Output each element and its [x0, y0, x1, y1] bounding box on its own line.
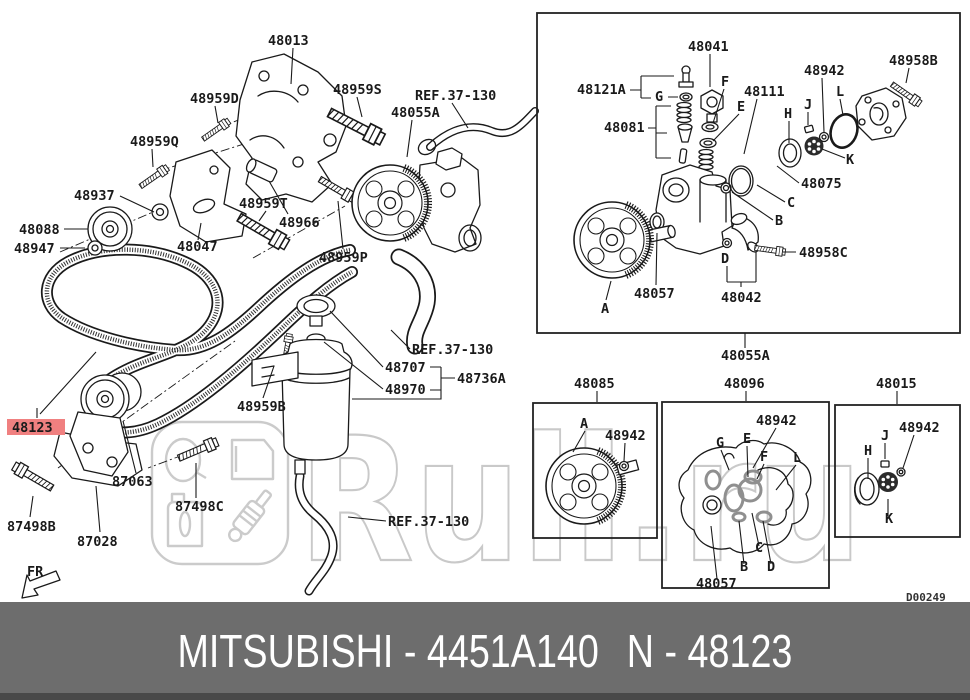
bolt-87498C — [175, 435, 221, 465]
footer-bar: MITSUBISHI - 4451A140 N - 48123 — [0, 602, 970, 700]
part-label-48970[interactable]: 48970 — [385, 382, 426, 398]
letter-label-E: E — [737, 99, 745, 115]
part-label-87498B[interactable]: 87498B — [7, 519, 56, 535]
pump-pulley-drawing — [352, 165, 428, 241]
letter-label-J: J — [804, 97, 812, 113]
hose-mid-drawing — [399, 257, 427, 346]
part-label-48123[interactable]: 48123 — [12, 420, 53, 436]
part-label-87028[interactable]: 87028 — [77, 534, 118, 550]
letter-label-L: L — [836, 84, 844, 100]
footer-catalog-number: MITSUBISHI - 4451A140 — [177, 625, 599, 677]
footer-edge-strip — [0, 693, 970, 700]
leader-lines-bottom — [572, 391, 915, 580]
part-label-48958C[interactable]: 48958C — [799, 245, 848, 261]
letter-label-K2: K — [885, 511, 894, 527]
box1-pulley-drawing — [546, 448, 640, 524]
subassembly-box-48055A — [536, 12, 961, 334]
ref-label-bottom[interactable]: REF.37-130 — [388, 514, 469, 530]
watermark-icon — [150, 420, 290, 566]
letter-label-B2: B — [740, 559, 748, 575]
subassembly-box-48085 — [532, 402, 658, 539]
subassembly-box-48096 — [661, 401, 830, 589]
part-label-48959B[interactable]: 48959B — [237, 399, 286, 415]
part-label-48057-b[interactable]: 48057 — [696, 576, 737, 592]
part-label-48111[interactable]: 48111 — [744, 84, 785, 100]
part-labels: 48013 48959D 48959Q 48959S REF.37-130 48… — [7, 33, 946, 604]
part-label-48085[interactable]: 48085 — [574, 376, 615, 392]
part-label-48942-c[interactable]: 48942 — [756, 413, 797, 429]
drawing-code: D00249 — [906, 591, 946, 602]
letter-label-F: F — [721, 74, 729, 90]
part-label-48937[interactable]: 48937 — [74, 188, 115, 204]
ref-label-top[interactable]: REF.37-130 — [415, 88, 496, 104]
footer-title: MITSUBISHI - 4451A140 N - 48123 — [178, 628, 793, 674]
highlight-48123[interactable] — [7, 419, 65, 435]
parts-diagram: Ruli.ru — [7, 12, 961, 604]
idler-pulley-drawing — [87, 203, 169, 256]
part-label-48047[interactable]: 48047 — [177, 239, 218, 255]
footer-part-number: N - 48123 — [626, 625, 793, 677]
bolt-48958C — [753, 242, 787, 258]
part-label-87498C[interactable]: 87498C — [175, 499, 224, 515]
bolt-48959D — [199, 116, 233, 144]
part-label-48057-a[interactable]: 48057 — [634, 286, 675, 302]
part-label-48959Q[interactable]: 48959Q — [130, 134, 179, 150]
reservoir-drawing — [251, 294, 353, 475]
part-label-48736A[interactable]: 48736A — [457, 371, 506, 387]
letter-label-H: H — [784, 106, 792, 122]
part-label-48081[interactable]: 48081 — [604, 120, 645, 136]
ref-label-mid[interactable]: REF.37-130 — [412, 342, 493, 358]
part-label-48707[interactable]: 48707 — [385, 360, 426, 376]
letter-label-F2: F — [760, 449, 768, 465]
fr-label: FR — [27, 564, 44, 580]
letter-label-K: K — [846, 152, 855, 168]
letter-label-L2: L — [793, 450, 801, 466]
fr-direction-arrow — [21, 570, 61, 599]
part-label-48942-d[interactable]: 48942 — [899, 420, 940, 436]
bracket-48047-drawing — [169, 149, 278, 243]
part-label-48959S[interactable]: 48959S — [333, 82, 382, 98]
letter-label-D2: D — [767, 559, 775, 575]
part-label-48958B[interactable]: 48958B — [889, 53, 938, 69]
hose-top-drawing — [417, 111, 535, 156]
bolt-87498B — [10, 459, 56, 495]
part-label-48055A[interactable]: 48055A — [391, 105, 440, 121]
letter-label-A: A — [601, 301, 609, 317]
part-label-48013[interactable]: 48013 — [268, 33, 309, 49]
part-label-48015[interactable]: 48015 — [876, 376, 917, 392]
letter-label-C2: C — [755, 540, 763, 556]
bolt-48959Q — [137, 163, 171, 191]
letter-label-C: C — [787, 195, 795, 211]
pump-exploded-drawing — [648, 65, 907, 255]
letter-label-J2: J — [881, 428, 889, 444]
letter-label-B: B — [775, 213, 783, 229]
letter-label-H2: H — [864, 443, 872, 459]
letter-label-G: G — [655, 89, 663, 105]
part-label-48075[interactable]: 48075 — [801, 176, 842, 192]
part-label-48959D[interactable]: 48959D — [190, 91, 239, 107]
part-label-48055A-sub[interactable]: 48055A — [721, 348, 770, 364]
letter-label-A2: A — [580, 416, 588, 432]
leader-lines-box — [605, 54, 910, 348]
part-label-48041[interactable]: 48041 — [688, 39, 729, 55]
part-label-48947[interactable]: 48947 — [14, 241, 55, 257]
part-label-48959T[interactable]: 48959T — [239, 196, 288, 212]
part-label-48088[interactable]: 48088 — [19, 222, 60, 238]
letter-label-D: D — [721, 251, 729, 267]
part-label-48121A[interactable]: 48121A — [577, 82, 626, 98]
letter-label-E2: E — [743, 431, 751, 447]
exploded-pulley-drawing — [574, 202, 650, 278]
part-label-48959P[interactable]: 48959P — [319, 250, 368, 266]
part-label-48042[interactable]: 48042 — [721, 290, 762, 306]
box3-bearing-kit-drawing — [853, 460, 906, 506]
subassembly-box-48015 — [834, 404, 961, 538]
tensioner-drawing — [53, 372, 143, 487]
part-label-48942-a[interactable]: 48942 — [804, 63, 845, 79]
letter-label-G2: G — [716, 435, 724, 451]
part-label-48966[interactable]: 48966 — [279, 215, 320, 231]
part-label-48096[interactable]: 48096 — [724, 376, 765, 392]
part-label-48942-b[interactable]: 48942 — [605, 428, 646, 444]
part-label-87063[interactable]: 87063 — [112, 474, 153, 490]
leader-lines-left — [29, 47, 469, 533]
